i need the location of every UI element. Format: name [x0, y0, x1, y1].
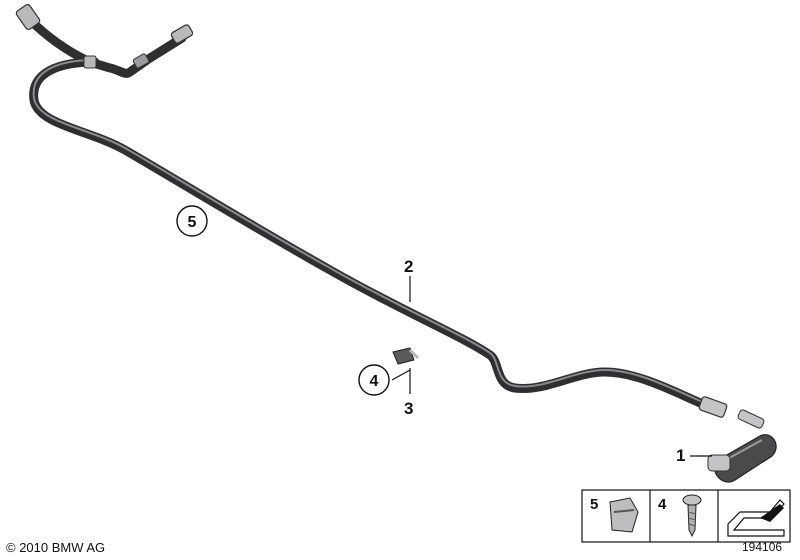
- circle-callout-4: 4: [358, 364, 390, 396]
- hose-connector-top-left: [15, 3, 41, 31]
- hose-connector-top: [83, 24, 194, 69]
- callout-1: 1: [676, 446, 685, 465]
- svg-text:4: 4: [370, 373, 379, 390]
- washer-nozzle: [707, 409, 777, 483]
- copyright-text: © 2010 BMW AG: [6, 540, 106, 555]
- legend-item-5-num: 5: [590, 496, 598, 513]
- washer-hose: [23, 13, 717, 413]
- hose-connector-end: [698, 396, 728, 418]
- callout-2: 2: [404, 257, 413, 276]
- circle-callout-5: 5: [176, 205, 208, 237]
- legend-clip-icon: [609, 497, 639, 533]
- legend-screw-icon: [682, 494, 702, 538]
- legend-item-4-num: 4: [658, 496, 667, 513]
- legend-arrow-icon: [727, 499, 785, 537]
- drawing-id: 194106: [742, 540, 783, 554]
- hose-clip: [392, 347, 420, 365]
- callout-3: 3: [404, 399, 413, 418]
- svg-text:5: 5: [188, 214, 197, 231]
- leader-lines: [391, 276, 712, 457]
- legend-panel: 5 4: [581, 489, 791, 543]
